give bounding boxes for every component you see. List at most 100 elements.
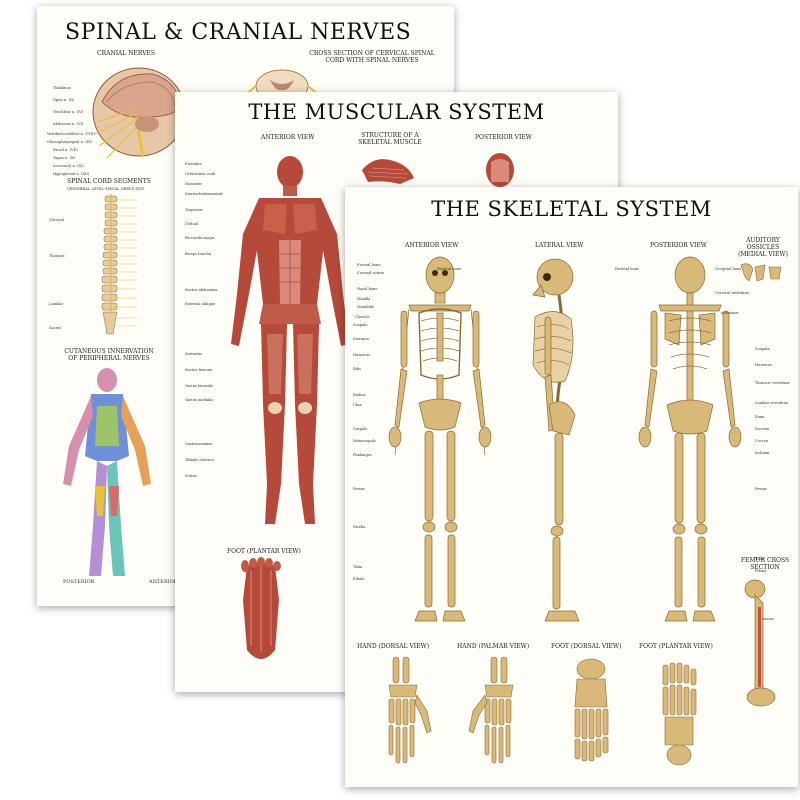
skeletal-system-poster: THE SKELETAL SYSTEM ANTERIOR VIEW LATERA… bbox=[345, 187, 798, 787]
cranial-label: Facial n. (VII) bbox=[53, 148, 78, 152]
bone-label: Femur bbox=[755, 487, 767, 491]
muscle-label: Frontalis bbox=[185, 162, 202, 166]
bone-label: Coccyx bbox=[755, 439, 768, 443]
anterior-view-heading: ANTERIOR VIEW bbox=[405, 242, 459, 249]
bone-label: Nasal bone bbox=[357, 287, 378, 291]
muscle-structure-illustration bbox=[362, 159, 414, 184]
poster-title: THE MUSCULAR SYSTEM bbox=[248, 100, 545, 124]
bone-label: Ischium bbox=[755, 451, 770, 455]
muscle-label: Vastus lateralis bbox=[185, 384, 213, 388]
bone-label: Thoracic vertebrae bbox=[755, 381, 790, 385]
bone-label: Patella bbox=[353, 525, 366, 529]
muscle-label: Rectus abdominis bbox=[185, 288, 218, 292]
cranial-label: Optic n. (II) bbox=[53, 98, 75, 102]
region-label-thoracic: Thoracic bbox=[49, 254, 65, 258]
foot-dorsal-illustration bbox=[574, 658, 609, 762]
anterior-skeleton-figure bbox=[388, 256, 492, 622]
muscle-label: Pectoralis major bbox=[185, 236, 215, 240]
hand-dorsal-illustration bbox=[388, 656, 432, 764]
bone-label: Tibia bbox=[755, 557, 765, 561]
bone-label: Scapula bbox=[353, 323, 368, 327]
cranial-label: Vagus n. (X) bbox=[53, 156, 75, 160]
cranial-label: Trochlear n. (IV) bbox=[53, 110, 84, 114]
posterior-muscle-figure-partial bbox=[486, 153, 514, 187]
anterior-muscle-figure bbox=[231, 156, 349, 524]
femur-cross-section-illustration bbox=[744, 579, 776, 707]
bone-label: Parietal bone bbox=[437, 267, 462, 271]
bone-label: Lumbar vertebrae bbox=[755, 401, 789, 405]
poster-title: THE SKELETAL SYSTEM bbox=[431, 197, 712, 221]
anterior-view-heading: ANTERIOR VIEW bbox=[261, 134, 315, 141]
bone-label: Parietal bone bbox=[615, 267, 640, 271]
muscle-label: Gastrocnemius bbox=[185, 442, 213, 446]
muscle-label: Biceps brachii bbox=[185, 252, 212, 256]
bone-label: Femur bbox=[353, 487, 365, 491]
vertebral-level-label: VERTEBRAL LEVEL bbox=[67, 187, 104, 191]
muscle-label: Rectus femoris bbox=[185, 368, 213, 372]
cranial-label: Glossopharyngeal n. (IX) bbox=[47, 140, 93, 144]
cranial-label: Hypoglossal n. (XII) bbox=[53, 172, 90, 176]
region-label-sacral: Sacral bbox=[49, 326, 61, 330]
bone-label: Fibula bbox=[353, 577, 365, 581]
bone-label: Scapula bbox=[755, 347, 770, 351]
muscle-label: Orbicularis oculi bbox=[185, 172, 216, 176]
bone-label: Radius bbox=[353, 393, 366, 397]
cranial-label: Thalamus bbox=[53, 86, 71, 90]
spinal-cord-cross-section bbox=[243, 69, 321, 103]
foot-plantar-heading: FOOT (PLANTAR VIEW) bbox=[639, 643, 713, 650]
foot-dorsal-heading: FOOT (DORSAL VIEW) bbox=[551, 643, 622, 650]
bone-label: Cervical vertebrae bbox=[715, 291, 749, 295]
femur-cross-section-heading: FEMUR CROSS SECTION bbox=[740, 557, 790, 571]
spinal-nerve-exit-label: SPINAL NERVE EXIT bbox=[105, 187, 145, 191]
poster-title: SPINAL & CRANIAL NERVES bbox=[65, 20, 412, 45]
cross-section-heading: CROSS SECTION OF CERVICAL SPINAL CORD WI… bbox=[309, 50, 435, 64]
bone-label: Ribs bbox=[353, 367, 361, 371]
spinal-column-illustration bbox=[101, 194, 137, 335]
bone-label: Humerus bbox=[353, 353, 370, 357]
bone-label: Acromion bbox=[721, 311, 739, 315]
muscle-label: Soleus bbox=[185, 474, 198, 478]
muscle-label: Deltoid bbox=[185, 222, 199, 226]
posterior-view-heading: POSTERIOR VIEW bbox=[650, 242, 707, 249]
lateral-skeleton-figure bbox=[532, 258, 580, 622]
bone-label: Fibula bbox=[755, 569, 767, 573]
region-label-lumbar: Lumbar bbox=[49, 302, 64, 306]
posterior-skeleton-figure bbox=[638, 256, 742, 622]
foot-plantar-illustration bbox=[662, 662, 697, 766]
muscle-structure-heading: STRUCTURE OF A SKELETAL MUSCLE bbox=[358, 132, 422, 146]
bone-label: Metacarpals bbox=[353, 439, 376, 443]
hand-palmar-heading: HAND (PALMAR VIEW) bbox=[457, 643, 530, 650]
cranial-label: Vestibulocochlear n. (VIII) bbox=[47, 132, 95, 136]
bone-label: Phalanges bbox=[353, 453, 372, 457]
hand-palmar-illustration bbox=[468, 656, 514, 764]
bone-label: Mandible bbox=[357, 305, 375, 309]
bone-label: Maxilla bbox=[357, 297, 371, 301]
muscle-label: Sartorius bbox=[185, 352, 202, 356]
cutaneous-body-illustration bbox=[63, 368, 151, 576]
region-label-cervical: Cervical bbox=[49, 218, 65, 222]
bone-label: Carpals bbox=[353, 427, 368, 431]
bone-label: Frontal bone bbox=[357, 263, 381, 267]
bone-label: Clavicle bbox=[355, 315, 370, 319]
lateral-view-heading: LATERAL VIEW bbox=[535, 242, 584, 249]
cranial-head-illustration bbox=[92, 67, 186, 159]
foot-plantar-heading: FOOT (PLANTAR VIEW) bbox=[227, 548, 301, 555]
spinal-segments-heading: SPINAL CORD SEGMENTS bbox=[67, 178, 151, 185]
bone-label: Calcaneus bbox=[755, 617, 774, 621]
muscle-label: Tibialis anterior bbox=[185, 458, 215, 462]
bone-label: Sacrum bbox=[755, 427, 770, 431]
foot-plantar-muscle-illustration bbox=[241, 557, 281, 659]
bone-label: Tibia bbox=[353, 565, 363, 569]
muscle-label: Vastus medialis bbox=[185, 398, 214, 402]
auditory-ossicles-heading: AUDITORY OSSICLES (MEDIAL VIEW) bbox=[738, 237, 788, 258]
bone-label: Coronal suture bbox=[357, 271, 385, 275]
cranial-label: Accessory n. (XI) bbox=[53, 164, 84, 168]
bone-label: Ulna bbox=[353, 403, 362, 407]
muscle-label: Trapezius bbox=[185, 208, 203, 212]
muscle-label: External oblique bbox=[185, 302, 216, 306]
cranial-nerves-heading: CRANIAL NERVES bbox=[97, 50, 156, 57]
bone-label: Sternum bbox=[353, 337, 369, 341]
cranial-label: Abducens n. (VI) bbox=[53, 122, 84, 126]
muscle-label: Sternocleidomastoid bbox=[185, 192, 223, 196]
hand-dorsal-heading: HAND (DORSAL VIEW) bbox=[357, 643, 430, 650]
